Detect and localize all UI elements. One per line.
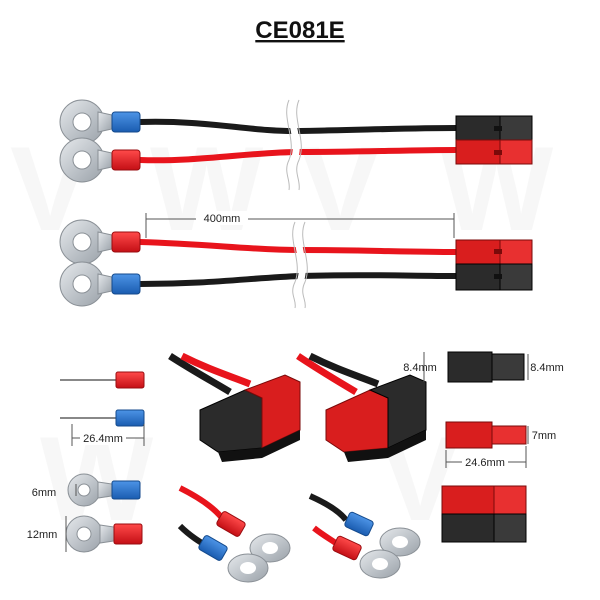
connector-dimension-middle: 7mm 24.6mm bbox=[445, 421, 556, 469]
cable-break-mark bbox=[294, 220, 306, 309]
connector-render-right bbox=[296, 352, 427, 462]
red-wire bbox=[139, 147, 457, 164]
connector-width-label: 7mm bbox=[532, 430, 556, 442]
cable-length-label: 400mm bbox=[204, 213, 241, 225]
ring-terminal-red bbox=[59, 219, 141, 265]
assembly-top bbox=[59, 98, 533, 191]
connector-render-left bbox=[168, 352, 301, 462]
ring-inner-label: 6mm bbox=[32, 487, 56, 499]
ring-render-left bbox=[177, 485, 291, 583]
anderson-connector-top bbox=[455, 115, 533, 165]
connector-dimension-top: 8.4mm 8.4mm bbox=[403, 351, 564, 383]
svg-text:V: V bbox=[300, 122, 380, 256]
ring-terminal-blue bbox=[59, 99, 141, 145]
connector-height-left-label: 8.4mm bbox=[403, 362, 437, 374]
black-wire bbox=[139, 118, 457, 135]
terminal-side-views: 26.4mm bbox=[60, 371, 145, 446]
connector-dimension-bottom bbox=[441, 485, 527, 543]
ring-outer-label: 12mm bbox=[27, 529, 58, 541]
cable-break-mark bbox=[288, 98, 300, 191]
page-title: CE081E bbox=[255, 17, 344, 44]
svg-text:W: W bbox=[150, 122, 264, 256]
ring-size-details: 6mm 12mm bbox=[27, 473, 143, 553]
anderson-connector-middle bbox=[455, 239, 533, 291]
connector-length-label: 24.6mm bbox=[465, 457, 505, 469]
assembly-middle: 400mm bbox=[59, 211, 533, 309]
connector-height-right-label: 8.4mm bbox=[530, 362, 564, 374]
ring-render-right bbox=[308, 493, 421, 579]
terminal-length-label: 26.4mm bbox=[83, 433, 123, 445]
ring-terminal-blue bbox=[59, 261, 141, 307]
ring-terminal-red bbox=[59, 137, 141, 183]
